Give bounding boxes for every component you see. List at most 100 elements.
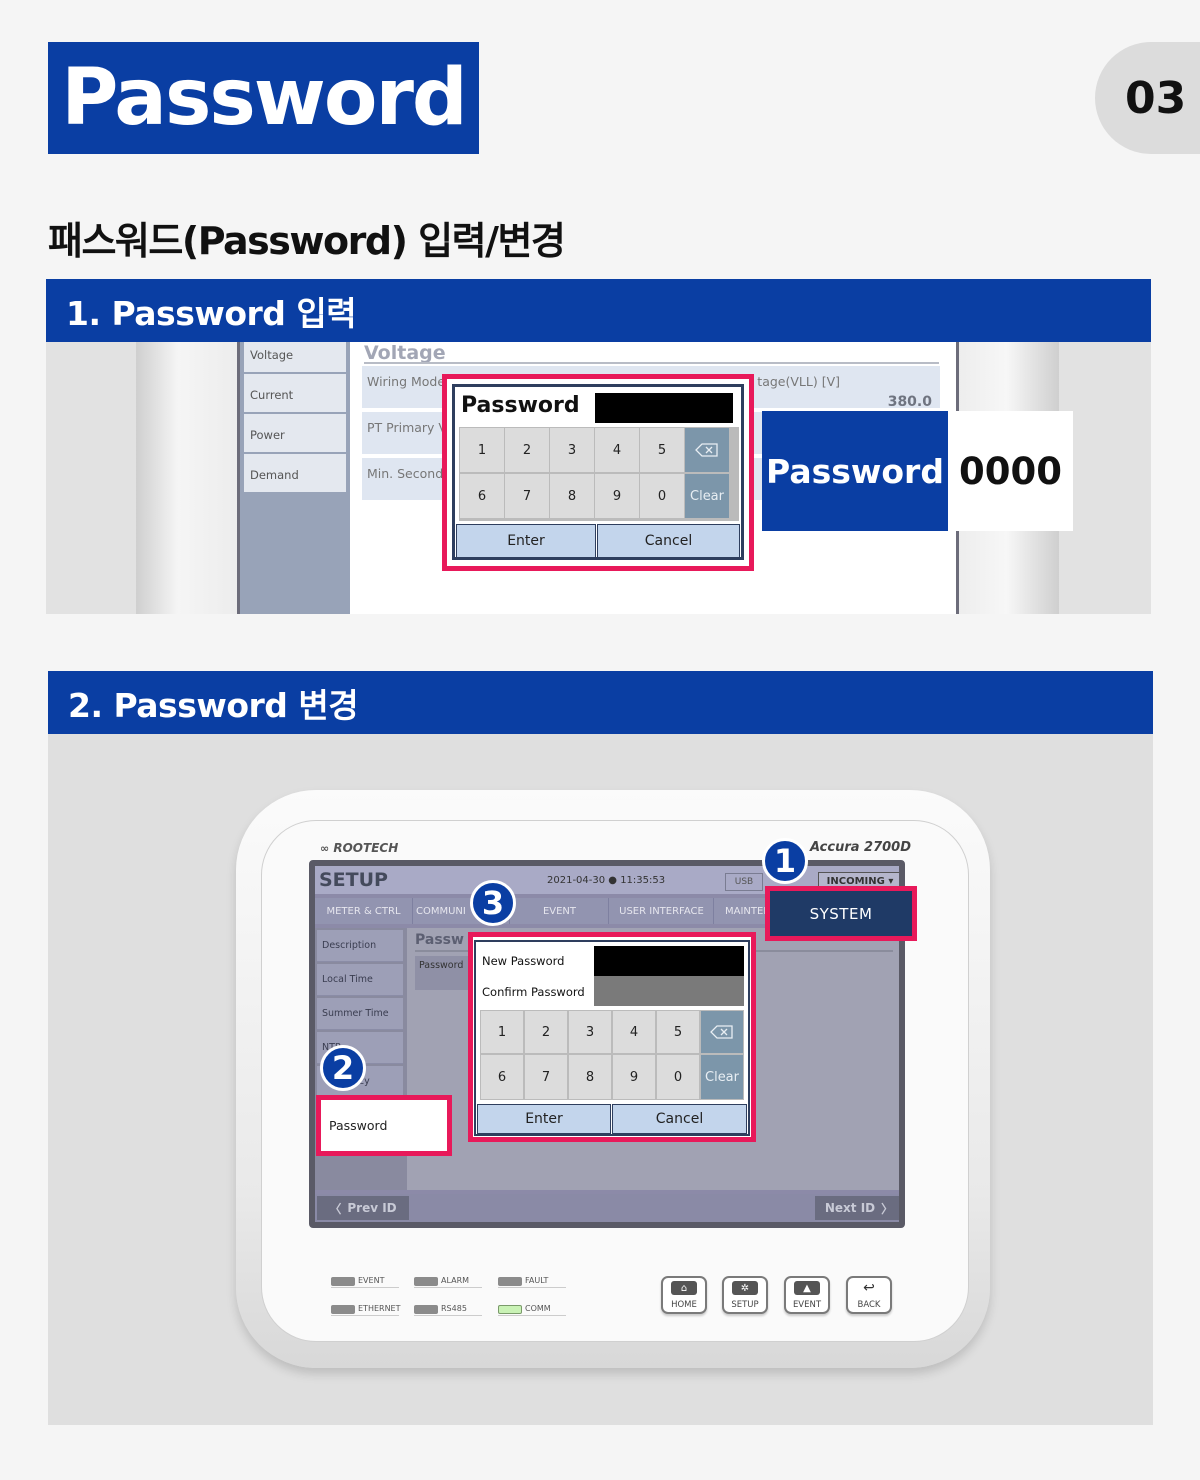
setup-button-label: SETUP: [731, 1300, 759, 1310]
led-light: [414, 1305, 438, 1314]
sidebar-item-password-highlight[interactable]: Password: [316, 1095, 452, 1156]
tab-user-interface[interactable]: USER INTERFACE: [610, 898, 714, 924]
confirm-password-label: Confirm Password: [482, 985, 585, 999]
led-rs485: RS485: [414, 1304, 482, 1316]
screen-datetime: 2021-04-30 ● 11:35:53: [547, 875, 666, 886]
setup-button[interactable]: ✲ SETUP: [722, 1276, 768, 1314]
screen-title: SETUP: [319, 869, 388, 891]
setting-label: Min. Second: [367, 466, 444, 481]
home-button[interactable]: ⌂ HOME: [661, 1276, 707, 1314]
led-light: [498, 1277, 522, 1286]
sidebar-item-current[interactable]: Current: [244, 374, 346, 412]
led-comm: COMM: [498, 1304, 566, 1316]
key-7[interactable]: 7: [525, 1055, 567, 1099]
key-3[interactable]: 3: [569, 1011, 611, 1053]
key-2[interactable]: 2: [525, 1011, 567, 1053]
tab-meter-ctrl[interactable]: METER & CTRL: [315, 898, 413, 924]
led-alarm: ALARM: [414, 1276, 482, 1288]
next-id-label: Next ID: [824, 1201, 876, 1215]
keypad: 1 2 3 4 5 6 7 8 9 0 Clear: [459, 427, 739, 521]
key-0[interactable]: 0: [657, 1055, 699, 1099]
section2-title-bar: 2. Password 변경: [48, 671, 1153, 734]
enter-button[interactable]: Enter: [456, 524, 596, 558]
gear-icon: ✲: [732, 1281, 758, 1295]
key-2[interactable]: 2: [505, 428, 549, 472]
back-button-label: BACK: [857, 1300, 881, 1310]
key-1[interactable]: 1: [460, 428, 504, 472]
password-input[interactable]: [595, 393, 733, 423]
key-5[interactable]: 5: [657, 1011, 699, 1053]
key-8[interactable]: 8: [550, 474, 594, 518]
led-label: ALARM: [441, 1276, 470, 1285]
tab-system: SYSTEM: [809, 904, 873, 923]
content-title: Voltage: [364, 342, 446, 364]
cancel-button[interactable]: Cancel: [612, 1104, 747, 1134]
event-button-label: EVENT: [792, 1300, 822, 1310]
setting-label: PT Primary V: [367, 420, 447, 435]
callout-value: 0000: [959, 449, 1062, 493]
tab-event[interactable]: EVENT: [511, 898, 609, 924]
clear-key[interactable]: Clear: [685, 474, 729, 518]
step-badge-3: 3: [470, 880, 516, 926]
page-number-tab: 03: [1095, 42, 1200, 154]
clear-key[interactable]: Clear: [701, 1055, 743, 1099]
callout-label: Password: [762, 411, 948, 531]
key-6[interactable]: 6: [460, 474, 504, 518]
backspace-key[interactable]: [685, 428, 729, 472]
sidebar-item-description[interactable]: Description: [317, 930, 403, 962]
key-0[interactable]: 0: [640, 474, 684, 518]
key-4[interactable]: 4: [595, 428, 639, 472]
password-dialog: Password 1 2 3 4 5 6 7 8 9 0 Clear Enter…: [452, 384, 744, 560]
system-tab-highlight[interactable]: SYSTEM: [765, 886, 917, 941]
home-icon: ⌂: [671, 1281, 697, 1295]
key-5[interactable]: 5: [640, 428, 684, 472]
led-event: EVENT: [331, 1276, 399, 1288]
back-button[interactable]: ↩ BACK: [846, 1276, 892, 1314]
new-password-label: New Password: [482, 954, 565, 968]
key-9[interactable]: 9: [595, 474, 639, 518]
new-password-input[interactable]: [594, 946, 744, 976]
next-id-button[interactable]: Next ID〉: [815, 1196, 899, 1220]
usb-indicator: USB: [725, 873, 763, 891]
step-badge-2: 2: [320, 1045, 366, 1091]
key-4[interactable]: 4: [613, 1011, 655, 1053]
keypad: 1 2 3 4 5 6 7 8 9 0 Clear: [480, 1010, 744, 1100]
led-label: COMM: [525, 1304, 551, 1313]
page-title: Password: [61, 53, 468, 143]
sidebar-item-summer-time[interactable]: Summer Time: [317, 998, 403, 1030]
event-button[interactable]: ▲ EVENT: [784, 1276, 830, 1314]
confirm-password-input[interactable]: [594, 976, 744, 1006]
back-arrow-icon: ↩: [856, 1280, 882, 1296]
led-label: RS485: [441, 1304, 467, 1313]
content-divider: [364, 362, 939, 364]
sidebar-item-power[interactable]: Power: [244, 414, 346, 452]
key-6[interactable]: 6: [481, 1055, 523, 1099]
cancel-button[interactable]: Cancel: [597, 524, 740, 558]
key-9[interactable]: 9: [613, 1055, 655, 1099]
backspace-key[interactable]: [701, 1011, 743, 1053]
led-label: EVENT: [358, 1276, 385, 1285]
led-light: [331, 1277, 355, 1286]
section1-title: 1. Password 입력: [66, 293, 357, 333]
setting-value: 380.0: [887, 394, 932, 410]
key-7[interactable]: 7: [505, 474, 549, 518]
page-subtitle: 패스워드(Password) 입력/변경: [48, 219, 566, 263]
sidebar: Voltage Current Power Demand: [240, 342, 350, 614]
led-label: ETHERNET: [358, 1304, 401, 1313]
sidebar-item-local-time[interactable]: Local Time: [317, 964, 403, 996]
led-light: [331, 1305, 355, 1314]
sidebar-item-demand[interactable]: Demand: [244, 454, 346, 492]
device-bezel-left: [136, 342, 241, 614]
main-title: Passw: [415, 932, 464, 948]
key-8[interactable]: 8: [569, 1055, 611, 1099]
setting-label: Wiring Mode: [367, 374, 446, 389]
page-number: 03: [1125, 72, 1187, 124]
key-1[interactable]: 1: [481, 1011, 523, 1053]
prev-id-label: Prev ID: [347, 1201, 397, 1215]
setting-label-right: tage(VLL) [V]: [757, 374, 840, 389]
enter-button[interactable]: Enter: [477, 1104, 611, 1134]
key-3[interactable]: 3: [550, 428, 594, 472]
home-button-label: HOME: [671, 1300, 697, 1310]
prev-id-button[interactable]: 〈Prev ID: [317, 1196, 409, 1220]
sidebar-item-voltage[interactable]: Voltage: [244, 342, 346, 372]
